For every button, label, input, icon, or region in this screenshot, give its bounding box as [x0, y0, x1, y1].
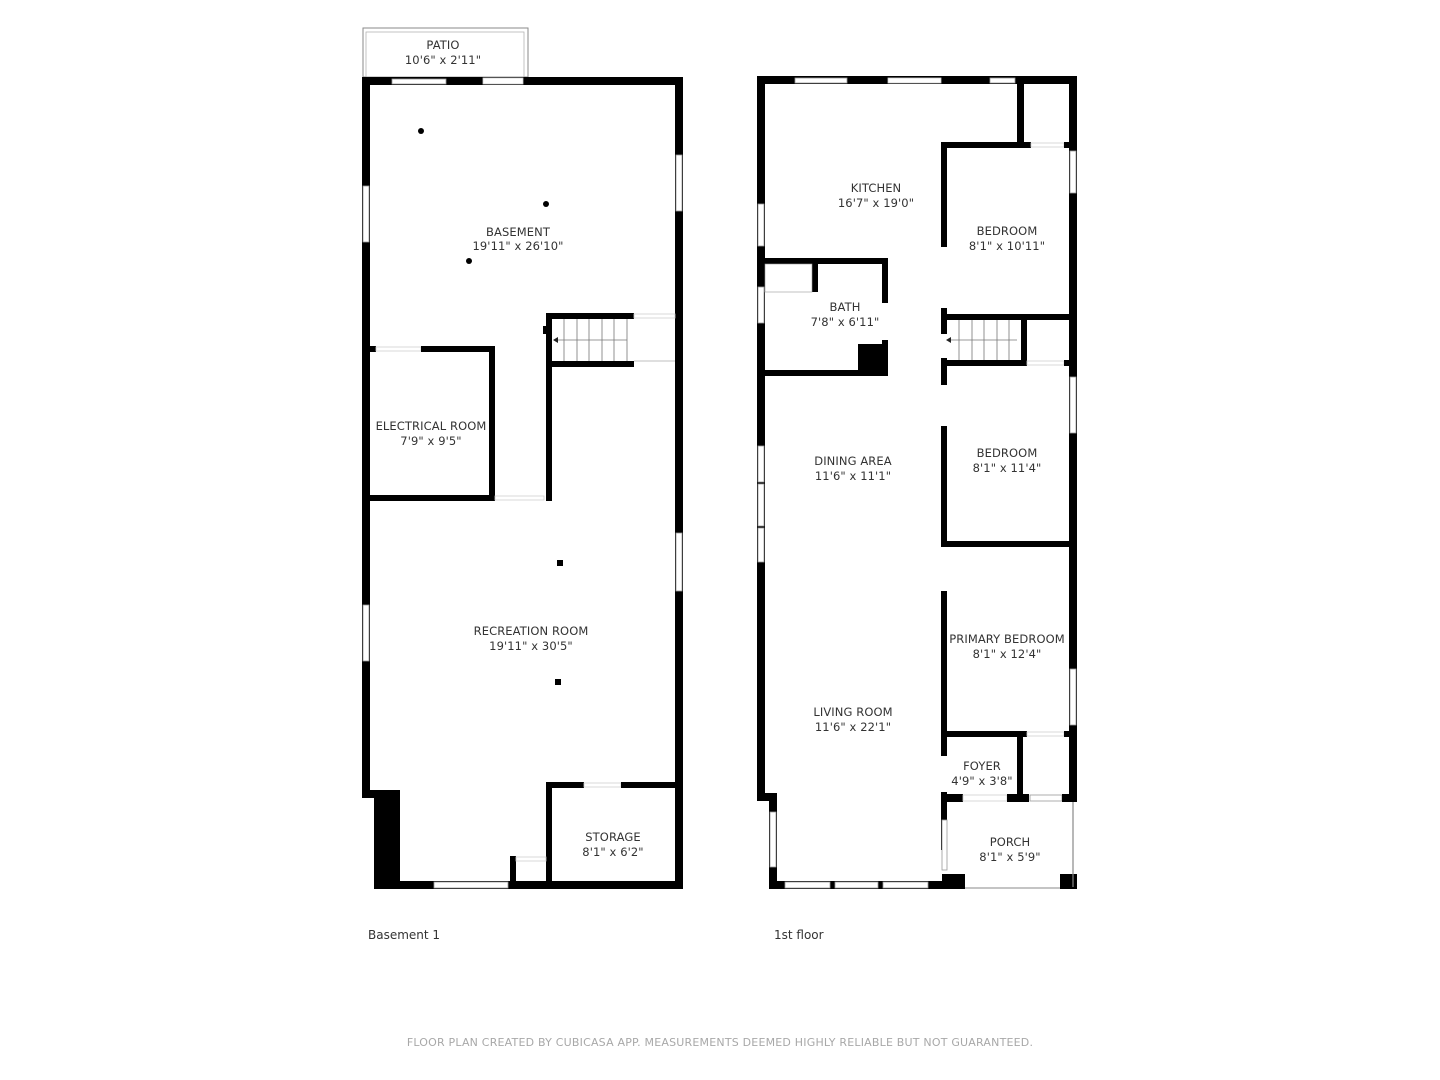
room-dimensions: 11'6" x 11'1" — [815, 469, 891, 483]
room-name: LIVING ROOM — [813, 705, 892, 719]
window — [433, 881, 509, 889]
window — [1069, 150, 1077, 194]
room-dimensions: 16'7" x 19'0" — [838, 196, 914, 210]
room-name: BEDROOM — [977, 224, 1038, 238]
window — [362, 185, 370, 243]
first-floor-plan: KITCHEN 16'7" x 19'0" BEDROOM 8'1" x 10'… — [757, 76, 1077, 889]
room-electrical-room: ELECTRICAL ROOM 7'9" x 9'5" — [376, 419, 487, 448]
window — [1069, 376, 1077, 434]
room-dimensions: 7'9" x 9'5" — [400, 434, 461, 448]
window — [1029, 794, 1063, 802]
window — [834, 881, 879, 889]
window — [675, 532, 683, 592]
window — [757, 445, 765, 483]
basement-floor-plan: PATIO 10'6" x 2'11" BASEMENT 19'11" x 26… — [362, 27, 683, 889]
room-name: ELECTRICAL ROOM — [376, 419, 487, 433]
room-dimensions: 8'1" x 5'9" — [979, 850, 1040, 864]
window — [675, 154, 683, 212]
room-name: PORCH — [990, 835, 1031, 849]
room-bath: BATH 7'8" x 6'11" — [811, 300, 880, 329]
column-post — [466, 258, 472, 264]
window — [941, 819, 948, 871]
room-basement: BASEMENT 19'11" x 26'10" — [472, 225, 563, 253]
room-dimensions: 8'1" x 12'4" — [973, 647, 1042, 661]
room-name: BATH — [830, 300, 861, 314]
column-post — [557, 560, 563, 566]
room-recreation-room: RECREATION ROOM 19'11" x 30'5" — [474, 624, 589, 653]
room-name: STORAGE — [585, 830, 640, 844]
floor-label-first-floor: 1st floor — [774, 928, 824, 942]
first-floor-exterior-walls — [757, 76, 1077, 889]
room-porch: PORCH 8'1" x 5'9" — [979, 835, 1040, 864]
room-primary-bedroom: PRIMARY BEDROOM 8'1" x 12'4" — [949, 632, 1065, 661]
room-dimensions: 4'9" x 3'8" — [951, 774, 1012, 788]
window — [757, 286, 765, 324]
footer-disclaimer: FLOOR PLAN CREATED BY CUBICASA APP. MEAS… — [406, 1036, 1034, 1049]
window — [757, 527, 765, 563]
electrical-room-walls — [362, 346, 545, 501]
room-name: PATIO — [426, 38, 459, 52]
window — [757, 483, 765, 527]
room-storage: STORAGE 8'1" x 6'2" — [582, 830, 643, 859]
window — [784, 881, 831, 889]
room-name: RECREATION ROOM — [474, 624, 589, 638]
window — [989, 77, 1016, 84]
room-name: BEDROOM — [977, 446, 1038, 460]
storage-walls — [510, 782, 677, 887]
column-post — [418, 128, 424, 134]
window — [769, 811, 777, 868]
column-post — [555, 679, 561, 685]
room-name: KITCHEN — [851, 181, 902, 195]
door-opening — [482, 77, 524, 85]
window — [391, 78, 447, 85]
room-dining-area: DINING AREA 11'6" x 11'1" — [814, 454, 892, 483]
basement-stairs — [543, 313, 676, 501]
first-floor-stairs — [941, 314, 1072, 366]
room-patio: PATIO 10'6" x 2'11" — [405, 38, 481, 67]
window — [757, 203, 765, 247]
room-name: FOYER — [963, 759, 1001, 773]
room-name: PRIMARY BEDROOM — [949, 632, 1065, 646]
window — [1069, 668, 1077, 726]
room-living-room: LIVING ROOM 11'6" x 22'1" — [813, 705, 892, 734]
room-dimensions: 11'6" x 22'1" — [815, 720, 891, 734]
room-kitchen: KITCHEN 16'7" x 19'0" — [838, 181, 914, 210]
window — [362, 604, 370, 662]
window — [794, 77, 848, 84]
room-bedroom-1: BEDROOM 8'1" x 10'11" — [969, 224, 1045, 253]
room-name: DINING AREA — [814, 454, 892, 468]
room-foyer: FOYER 4'9" x 3'8" — [951, 759, 1012, 788]
room-name: BASEMENT — [486, 225, 551, 239]
room-dimensions: 19'11" x 30'5" — [489, 639, 573, 653]
room-dimensions: 8'1" x 6'2" — [582, 845, 643, 859]
room-dimensions: 8'1" x 10'11" — [969, 239, 1045, 253]
column-post — [543, 201, 549, 207]
room-dimensions: 19'11" x 26'10" — [472, 239, 563, 253]
room-dimensions: 8'1" x 11'4" — [973, 461, 1042, 475]
window — [882, 881, 929, 889]
room-bedroom-2: BEDROOM 8'1" x 11'4" — [973, 446, 1042, 475]
bath-walls — [764, 258, 888, 376]
door-opening — [887, 77, 942, 84]
basement-exterior-walls — [362, 77, 683, 889]
room-dimensions: 10'6" x 2'11" — [405, 53, 481, 67]
room-dimensions: 7'8" x 6'11" — [811, 315, 880, 329]
floor-label-basement: Basement 1 — [368, 928, 441, 942]
